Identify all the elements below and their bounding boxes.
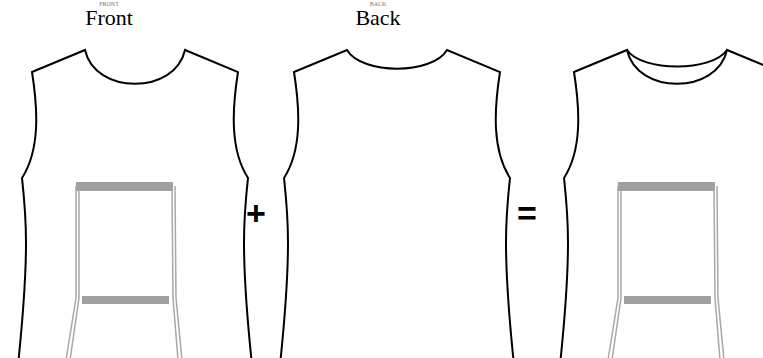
front-outline — [18, 50, 252, 358]
combined-garment — [560, 50, 763, 358]
plus-symbol: + — [246, 196, 266, 230]
equals-symbol: = — [517, 196, 537, 230]
back-neckline — [627, 50, 727, 67]
front-garment — [18, 50, 252, 358]
pocket-line — [612, 190, 621, 358]
view-title: Front — [85, 7, 133, 29]
back-outline — [280, 50, 514, 358]
pocket-line — [714, 190, 720, 358]
pocket-line — [70, 190, 79, 358]
pocket-line — [172, 190, 178, 358]
pocket-bar — [624, 296, 711, 304]
back-garment — [280, 50, 514, 358]
pocket-bar — [618, 182, 715, 191]
view-title: Back — [355, 7, 400, 29]
pocket-lines — [608, 186, 724, 358]
combined-outline — [560, 50, 763, 358]
pocket-bar — [76, 182, 173, 191]
pocket-bar — [82, 296, 169, 304]
pocket-lines — [66, 186, 182, 358]
